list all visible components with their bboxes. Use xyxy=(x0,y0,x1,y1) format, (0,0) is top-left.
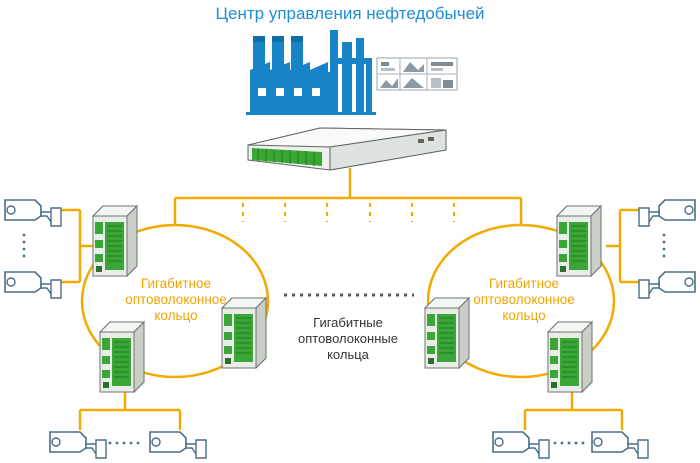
camera-ellipsis xyxy=(22,233,666,445)
right-ring-label-line: оптоволоконное xyxy=(473,292,575,307)
industrial-switch-icon xyxy=(547,321,593,393)
middle-label-line: оптоволоконные xyxy=(298,331,398,346)
camera-icon xyxy=(149,431,207,459)
dashed-drops xyxy=(242,203,455,222)
left-ring-label-line: кольцо xyxy=(154,308,198,323)
middle-label-line: Гигабитные xyxy=(313,315,383,330)
right-fiber-ring xyxy=(426,223,616,379)
left-ring-label: Гигабитное оптоволоконное кольцо xyxy=(108,276,244,324)
left-ring-label-line: оптоволоконное xyxy=(125,292,227,307)
left-ring-label-line: Гигабитное xyxy=(140,276,212,291)
right-ring-label-line: кольцо xyxy=(502,308,546,323)
trunk-links xyxy=(173,168,523,224)
industrial-switch-icon xyxy=(92,205,138,277)
right-ring-label-line: Гигабитное xyxy=(488,276,560,291)
bottom-right-camera-links xyxy=(523,392,624,430)
camera-icon xyxy=(49,431,107,459)
camera-icon xyxy=(638,199,696,227)
right-ring-label: Гигабитное оптоволоконное кольцо xyxy=(456,276,592,324)
camera-icon xyxy=(4,199,62,227)
industrial-switch-icon xyxy=(556,205,602,277)
industrial-switch-icon xyxy=(99,321,145,393)
middle-label: Гигабитные оптоволоконные кольца xyxy=(280,315,416,363)
camera-icon xyxy=(591,431,649,459)
camera-icon xyxy=(638,271,696,299)
server-icon xyxy=(247,127,447,171)
refinery-icon xyxy=(246,30,376,115)
camera-icon xyxy=(492,431,550,459)
camera-icon xyxy=(4,271,62,299)
left-camera-links xyxy=(60,208,93,284)
left-fiber-ring xyxy=(80,223,270,379)
middle-label-line: кольца xyxy=(327,347,369,362)
page-title: Центр управления нефтедобычей xyxy=(215,4,485,23)
bottom-left-camera-links xyxy=(78,392,182,430)
right-camera-links xyxy=(606,208,640,284)
dashboard-icon xyxy=(376,57,458,91)
